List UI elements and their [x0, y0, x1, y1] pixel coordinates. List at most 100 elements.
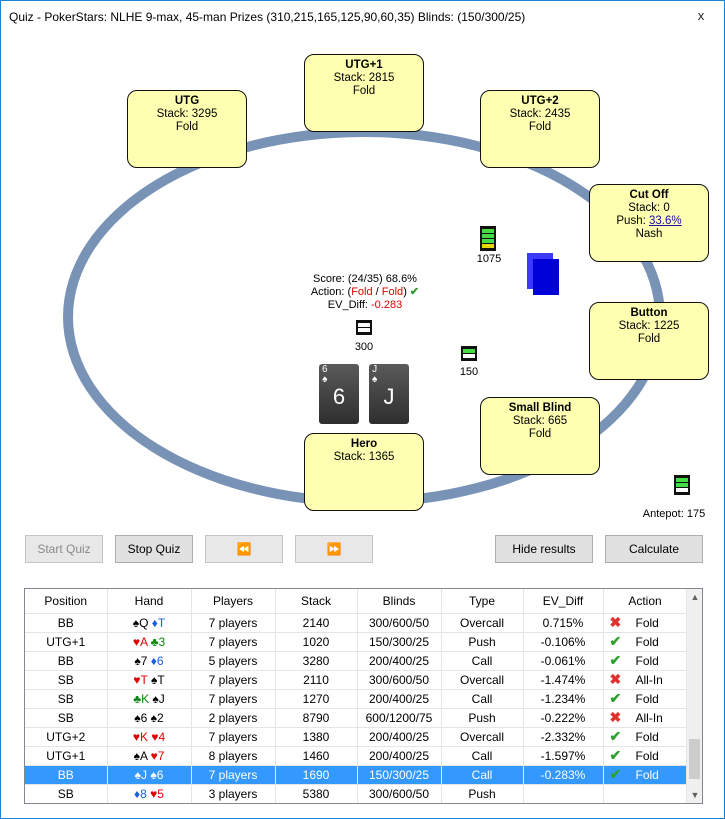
- club-icon: ♣: [133, 691, 142, 706]
- cross-icon: ✖: [609, 709, 622, 725]
- spade-icon: ♠: [134, 767, 141, 782]
- scrollbar-thumb[interactable]: [689, 739, 700, 779]
- column-header[interactable]: Type: [441, 589, 524, 614]
- cell-type: Push: [441, 784, 524, 803]
- hero-card-2: J♠ J: [369, 364, 409, 424]
- cell-type: Call: [441, 689, 524, 709]
- column-header[interactable]: Stack: [275, 589, 358, 614]
- previous-button[interactable]: ⏪: [205, 535, 283, 563]
- cell-position: SB: [25, 689, 108, 709]
- cell-hand: ♠A ♥7: [107, 746, 192, 766]
- column-header[interactable]: Blinds: [357, 589, 442, 614]
- chip-stack-icon: [480, 226, 496, 251]
- sb-bet-amount: 150: [459, 366, 479, 378]
- cell-hand: ♠6 ♠2: [107, 708, 192, 728]
- cell-players: 7 players: [191, 727, 276, 747]
- seat-stack: Stack: 0: [628, 202, 670, 214]
- cell-players: 3 players: [191, 784, 276, 803]
- cell-ev-diff: -0.283%: [523, 765, 604, 785]
- action-label: Fold: [635, 730, 659, 744]
- column-header[interactable]: EV_Diff: [523, 589, 604, 614]
- title-bar[interactable]: Quiz - PokerStars: NLHE 9-max, 45-man Pr…: [1, 1, 724, 32]
- next-button[interactable]: ⏩: [295, 535, 373, 563]
- cell-hand: ♥K ♥4: [107, 727, 192, 747]
- cell-position: SB: [25, 670, 108, 690]
- seat-stack: Stack: 665: [512, 415, 568, 427]
- card-rank: A: [139, 748, 148, 763]
- cell-position: BB: [25, 613, 108, 633]
- cell-ev-diff: -2.332%: [523, 727, 604, 747]
- scroll-up-icon[interactable]: ▲: [690, 592, 700, 602]
- card-rank: 5: [157, 786, 164, 801]
- column-header[interactable]: Position: [25, 589, 108, 614]
- spade-icon: ♠: [152, 691, 159, 706]
- stop-quiz-button[interactable]: Stop Quiz: [115, 535, 193, 563]
- antepot-amount: Antepot: 175: [642, 508, 706, 520]
- column-header[interactable]: Action: [603, 589, 688, 614]
- action-label: All-In: [635, 711, 663, 725]
- action-label: Fold: [635, 616, 659, 630]
- column-header[interactable]: Players: [191, 589, 276, 614]
- card-rank-big: J: [383, 384, 395, 409]
- vertical-scrollbar[interactable]: ▲ ▼: [686, 589, 702, 803]
- card-rank: 6: [156, 767, 164, 782]
- cross-icon: ✖: [609, 614, 622, 630]
- push-percent-link[interactable]: 33.6%: [649, 215, 682, 227]
- cell-blinds: 200/400/25: [357, 746, 442, 766]
- seat-stack: Stack: 2435: [509, 108, 571, 120]
- card-rank: T: [140, 672, 148, 687]
- cell-stack: 2110: [275, 670, 358, 690]
- heart-icon: ♥: [151, 729, 159, 744]
- close-button[interactable]: x: [697, 8, 705, 23]
- cell-position: BB: [25, 651, 108, 671]
- cell-ev-diff: [523, 784, 604, 803]
- calculate-button[interactable]: Calculate: [605, 535, 703, 563]
- card-rank: J: [372, 364, 378, 375]
- scroll-down-icon[interactable]: ▼: [690, 790, 700, 800]
- cell-players: 7 players: [191, 689, 276, 709]
- hide-results-button[interactable]: Hide results: [495, 535, 593, 563]
- cell-ev-diff: -1.474%: [523, 670, 604, 690]
- card-rank: 8: [140, 786, 147, 801]
- cell-hand: ♣K ♠J: [107, 689, 192, 709]
- cell-type: Push: [441, 708, 524, 728]
- cell-ev-diff: 0.715%: [523, 613, 604, 633]
- cell-type: Call: [441, 765, 524, 785]
- start-quiz-button[interactable]: Start Quiz: [25, 535, 103, 563]
- cell-players: 7 players: [191, 632, 276, 652]
- card-rank: 7: [157, 748, 165, 763]
- hero-card-1: 6♠ 6: [319, 364, 359, 424]
- spade-icon: ♠: [134, 710, 141, 725]
- cell-players: 5 players: [191, 651, 276, 671]
- checkmark-icon: ✔: [609, 728, 622, 744]
- card-rank: K: [141, 691, 150, 706]
- column-header[interactable]: Hand: [107, 589, 192, 614]
- action-suffix: ): [403, 286, 407, 298]
- seat-name: Cut Off: [629, 189, 669, 201]
- card-rank: 6: [322, 364, 328, 375]
- cell-players: 7 players: [191, 613, 276, 633]
- action-label: Fold: [635, 654, 659, 668]
- cell-position: UTG+1: [25, 746, 108, 766]
- push-label: Push:: [616, 215, 646, 227]
- action-line: Action: (Fold / Fold) ✔: [281, 286, 449, 299]
- diamond-icon: ♦: [134, 786, 141, 801]
- cell-type: Push: [441, 632, 524, 652]
- cell-hand: ♥T ♠T: [107, 670, 192, 690]
- seat-status: Fold: [528, 428, 552, 440]
- seat-small-blind: Small Blind Stack: 665 Fold: [480, 397, 600, 475]
- seat-name: Hero: [350, 438, 378, 450]
